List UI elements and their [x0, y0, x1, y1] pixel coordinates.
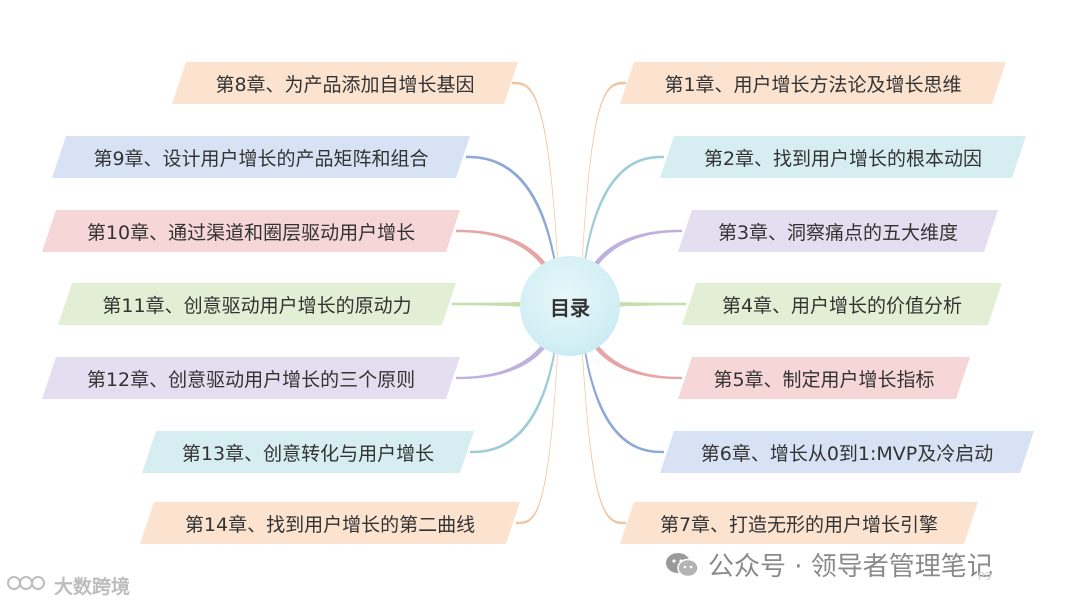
chapter-node-6: 第6章、增长从0到1:MVP及冷启动: [660, 431, 1034, 473]
chapter-node-10: 第10章、通过渠道和圈层驱动用户增长: [42, 210, 460, 252]
watermark: 公众号 · 领导者管理笔记: [664, 546, 993, 583]
brand-watermark: 大数跨境: [6, 572, 130, 599]
chapter-node-7: 第7章、打造无形的用户增长引擎: [620, 502, 978, 544]
chapter-node-12: 第12章、创意驱动用户增长的三个原则: [42, 357, 460, 399]
chapter-node-9: 第9章、设计用户增长的产品矩阵和组合: [52, 136, 470, 178]
chapter-node-1: 第1章、用户增长方法论及增长思维: [620, 62, 1006, 104]
brand-logo-icon: [6, 573, 50, 598]
chapter-node-5: 第5章、制定用户增长指标: [678, 357, 970, 399]
chapter-node-8: 第8章、为产品添加自增长基因: [172, 62, 518, 104]
wechat-icon: [664, 551, 700, 579]
chapter-node-2: 第2章、找到用户增长的根本动因: [660, 136, 1026, 178]
chapter-node-14: 第14章、找到用户增长的第二曲线: [140, 502, 520, 544]
page-mark: P9: [978, 570, 992, 583]
chapter-node-3: 第3章、洞察痛点的五大维度: [678, 210, 998, 252]
chapter-node-4: 第4章、用户增长的价值分析: [682, 283, 1002, 325]
watermark-text: 公众号 · 领导者管理笔记: [708, 552, 993, 582]
chapter-node-11: 第11章、创意驱动用户增长的原动力: [58, 283, 456, 325]
center-node: 目录: [520, 256, 620, 356]
chapter-node-13: 第13章、创意转化与用户增长: [142, 431, 474, 473]
brand-text: 大数跨境: [54, 576, 131, 598]
